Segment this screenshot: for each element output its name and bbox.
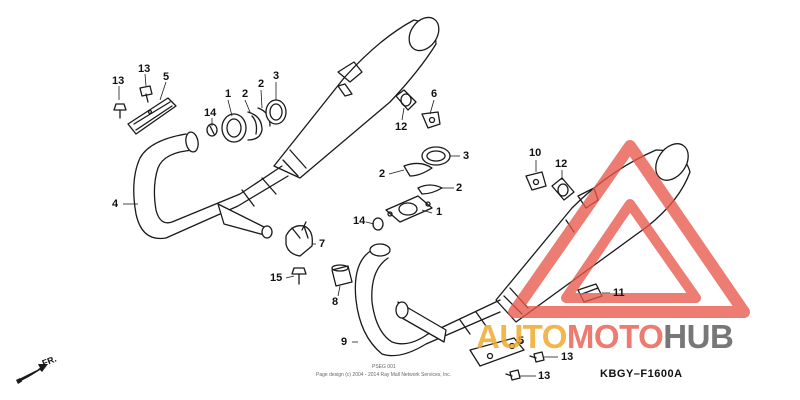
watermark-logo: AUTOMOTOHUB	[476, 318, 734, 356]
callout-14: 14	[204, 107, 217, 119]
callout-5: 5	[163, 71, 170, 83]
watermark-auto: AUTO	[476, 318, 567, 355]
callout-15: 15	[270, 272, 283, 284]
front-arrow-icon	[16, 364, 48, 384]
rubber-mount-12-lower	[551, 177, 575, 201]
callout-3: 3	[463, 150, 470, 162]
callout-12: 12	[555, 158, 568, 170]
gasket-3-lower	[421, 146, 451, 166]
joint-collar-1-upper	[221, 113, 247, 143]
rubber-mount-12-upper	[395, 89, 417, 111]
cotter-2-upper-a	[247, 111, 263, 141]
callout-13: 13	[138, 63, 151, 75]
watermark-hub: HUB	[663, 318, 734, 355]
callout-2: 2	[258, 78, 265, 90]
callout-6: 6	[431, 88, 438, 100]
joint-collar-14-lower	[372, 217, 384, 231]
bolt-13-lower-b	[505, 369, 521, 381]
callout-2: 2	[456, 182, 463, 194]
upper-exhaust-pipe	[133, 131, 289, 240]
joint-flange-1-lower	[385, 195, 433, 223]
upper-muffler	[273, 16, 440, 179]
watermark-triangle-icon	[508, 140, 750, 318]
callout-14: 14	[353, 215, 366, 227]
callout-12: 12	[395, 121, 408, 133]
callout-9: 9	[341, 336, 348, 348]
callout-11: 11	[613, 287, 625, 299]
watermark-moto: MOTO	[566, 318, 664, 355]
collar-10	[525, 171, 547, 191]
lower-exhaust-pipe	[354, 243, 501, 357]
collar-6	[421, 111, 441, 129]
callout-1: 1	[436, 206, 443, 218]
cotter-2-lower-b	[417, 184, 443, 195]
bolt-13-upper-a	[113, 103, 127, 119]
bolt-15	[291, 267, 307, 285]
callout-1: 1	[225, 88, 232, 100]
muffler-band-7	[285, 221, 313, 257]
bolt-13-lower-a	[529, 351, 545, 363]
heat-protector-upper	[127, 97, 177, 135]
muffler-bracket	[469, 337, 525, 367]
callout-7: 7	[319, 238, 326, 250]
bushing-8	[331, 264, 353, 287]
callout-13: 13	[538, 370, 551, 382]
callout-8: 8	[332, 296, 339, 308]
callout-10: 10	[529, 147, 542, 159]
diagram-code: KBGY–F1600A	[600, 368, 683, 380]
callout-5: 5	[518, 335, 525, 347]
cotter-2-lower-a	[403, 162, 433, 177]
callout-13: 13	[112, 75, 125, 87]
callout-13: 13	[561, 351, 574, 363]
callout-3: 3	[273, 70, 280, 82]
leader-lines	[118, 73, 610, 377]
gasket-3-upper	[265, 99, 287, 125]
copyright-text: Page design (c) 2004 - 2014 Ray Mall Net…	[316, 372, 452, 378]
bolt-13-upper-b	[139, 85, 153, 103]
callout-4: 4	[112, 198, 119, 210]
callout-2: 2	[242, 88, 249, 100]
part-marking: PSEG 001	[372, 364, 396, 370]
callout-2: 2	[379, 168, 386, 180]
